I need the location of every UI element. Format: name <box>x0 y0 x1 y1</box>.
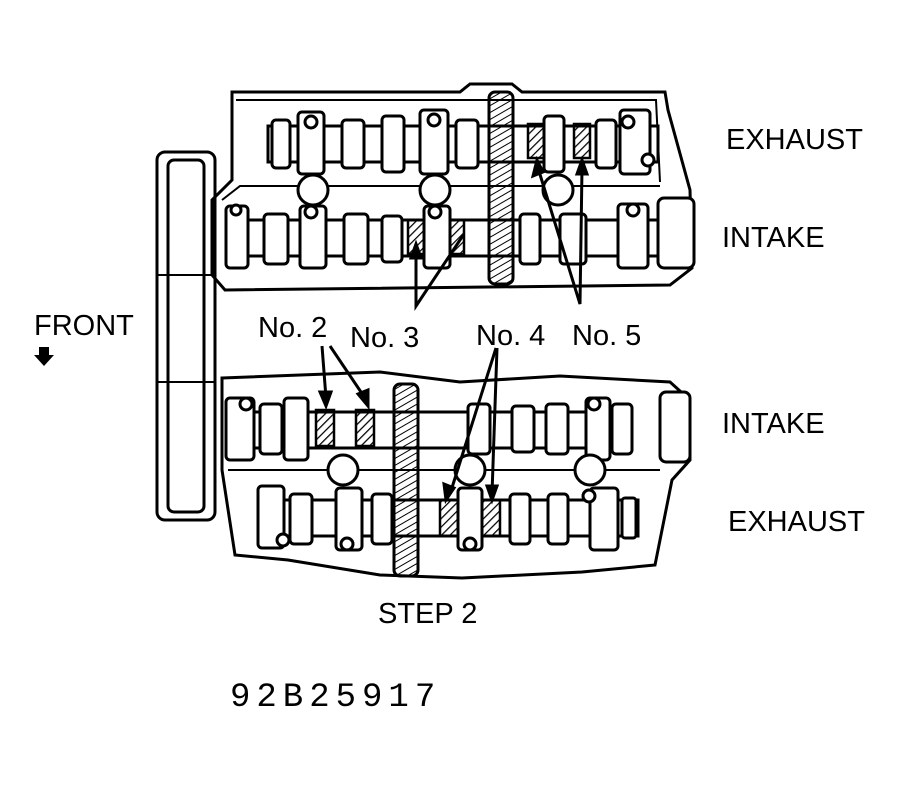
upper-intake-camshaft <box>224 196 696 270</box>
figure-code: 92B25917 <box>230 679 442 717</box>
upper-spark-plug-holes <box>296 173 575 207</box>
no3-label: No. 3 <box>350 322 420 354</box>
lower-intake-bearing-cap-no2a <box>314 408 336 448</box>
timing-pulley <box>155 150 217 522</box>
upper-exhaust-label: EXHAUST <box>726 124 863 156</box>
step-label: STEP 2 <box>378 598 478 630</box>
lower-intake-label: INTAKE <box>722 408 825 440</box>
upper-intake-bearing-cap-no3b <box>448 218 466 256</box>
no5-label: No. 5 <box>572 320 642 352</box>
no4-label: No. 4 <box>476 320 546 352</box>
lower-exhaust-label: EXHAUST <box>728 506 865 538</box>
upper-exhaust-bearing-cap-no5 <box>572 122 592 160</box>
lower-exhaust-bearing-cap-no4 <box>438 498 460 538</box>
lower-exhaust-bearing-cap-no5 <box>480 498 502 538</box>
upper-exhaust-bearing-cap-no4 <box>526 122 546 160</box>
upper-intake-label: INTAKE <box>722 222 825 254</box>
lower-cam-gear <box>392 382 420 578</box>
no2-label: No. 2 <box>258 312 328 344</box>
upper-exhaust-camshaft <box>266 108 660 176</box>
lower-intake-bearing-cap-no2b <box>354 408 376 448</box>
leader-lines <box>317 155 590 505</box>
lower-spark-plug-holes <box>326 453 607 487</box>
front-label: FRONT <box>34 310 134 342</box>
lower-exhaust-camshaft <box>256 484 640 552</box>
upper-cam-gear <box>487 90 515 286</box>
front-arrow-icon <box>34 347 54 366</box>
lower-intake-camshaft <box>224 390 692 464</box>
